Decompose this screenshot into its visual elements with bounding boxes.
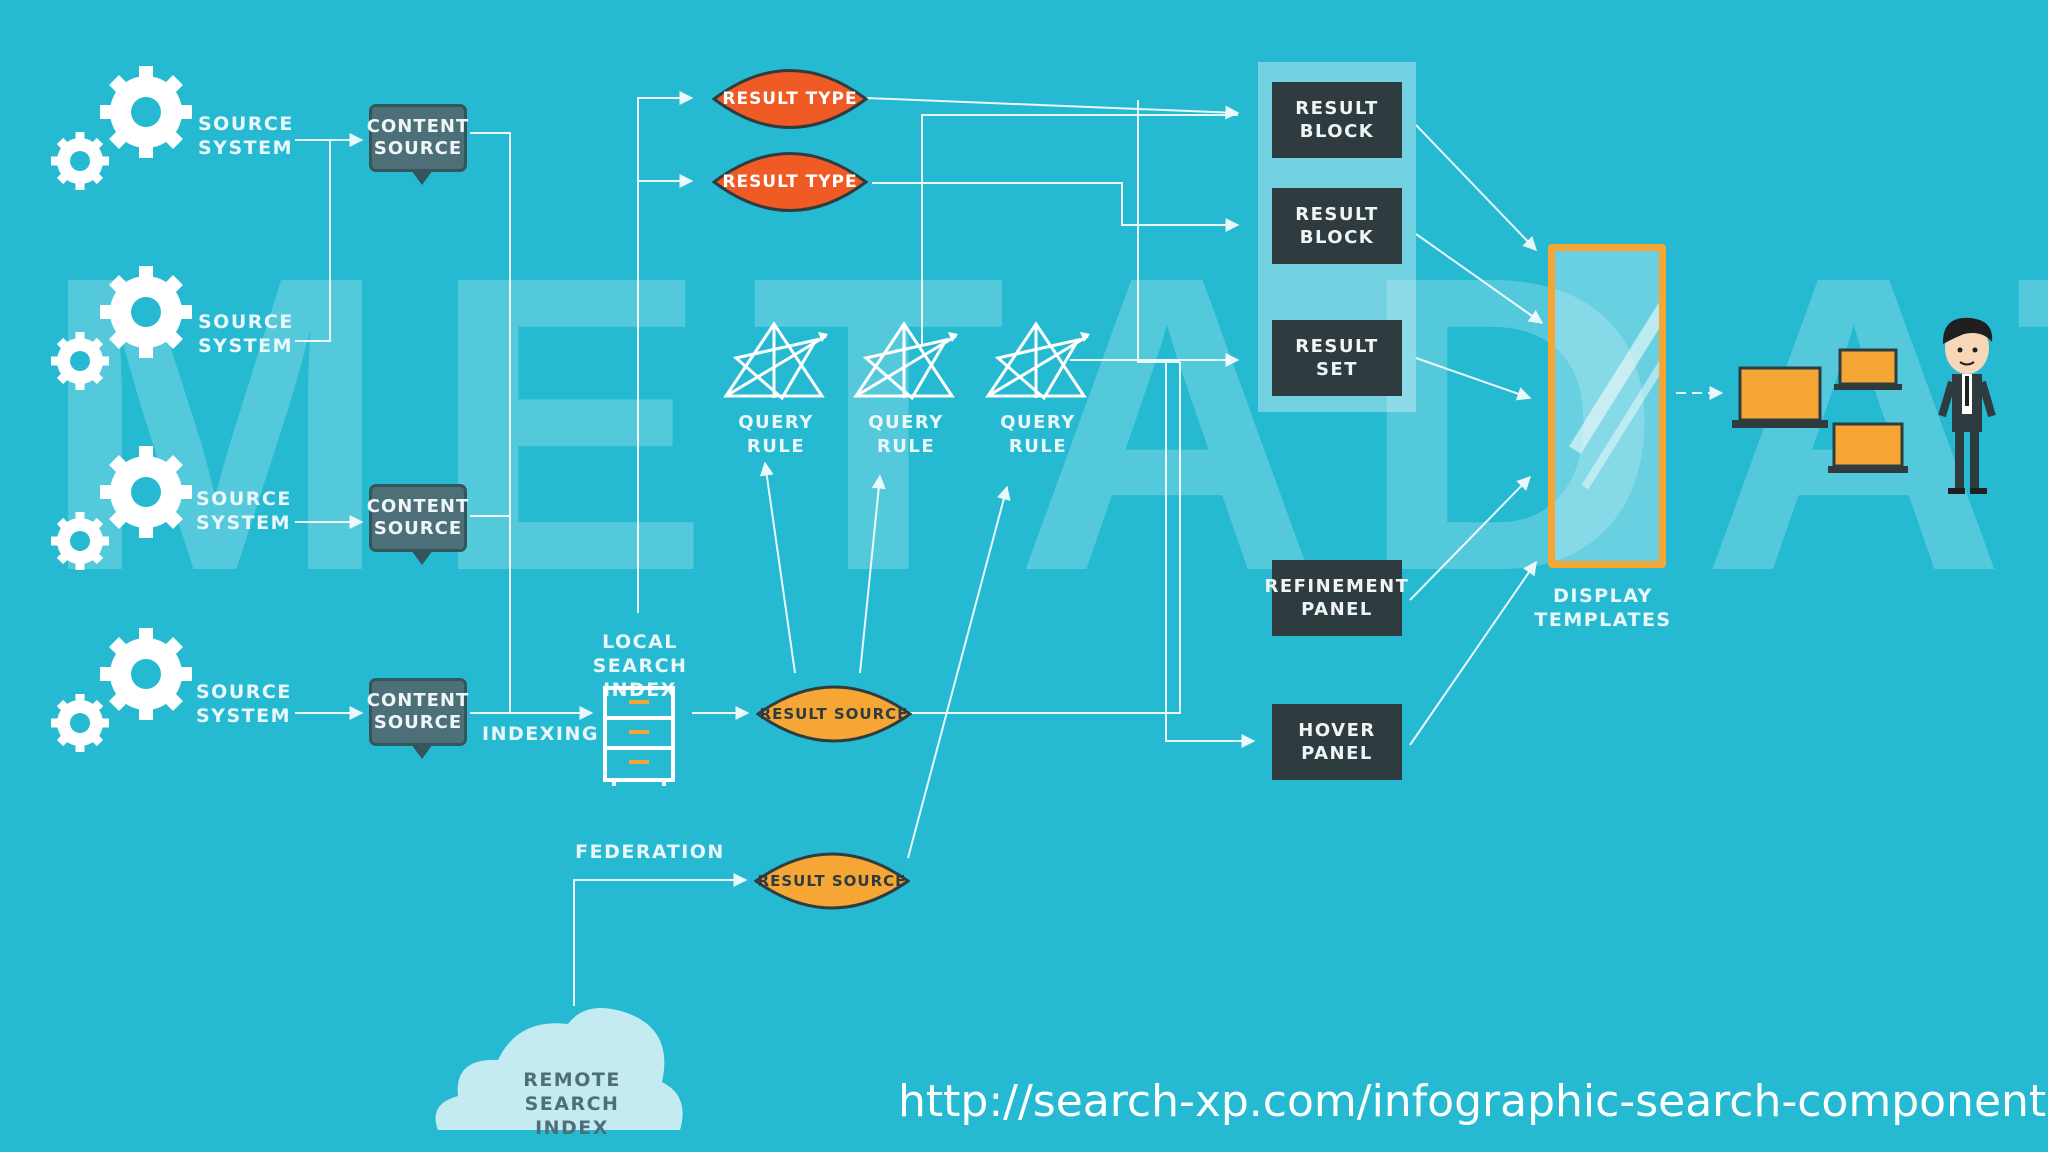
query-rule-label-1: QUERY RULE [738,412,814,457]
query-rule-icon [853,321,958,400]
line-index-resulttype1 [637,91,694,613]
result-type-label-2: RESULT TYPE [722,172,858,192]
line-resulttype1-block1 [865,97,1240,120]
content-source-3: CONTENT SOURCE [367,678,468,759]
refinement-panel: REFINEMENT PANEL [1264,560,1408,636]
display-templates-frame [1548,244,1666,568]
result-block-2: RESULT BLOCK [1272,188,1402,264]
result-source-label-2: RESULT SOURCE [757,872,907,890]
metadata-watermark: METADATA [40,190,2048,659]
line-set-templates [1415,357,1532,401]
result-type-shape [712,152,868,212]
line-refinement-templates [1409,475,1531,601]
line-resulttype2-block2 [872,182,1240,232]
cloud-icon [435,1008,683,1130]
line-block1-templates [1415,124,1537,252]
line-to-hover [1165,362,1256,748]
line-qr1-block1 [921,114,1238,345]
hover-panel: HOVER PANEL [1272,704,1402,780]
result-source-label-1: RESULT SOURCE [759,705,909,723]
result-set: RESULT SET [1272,320,1402,396]
line-resultsource-qr1 [759,461,796,674]
line-source2-content1 [295,140,331,342]
content-source-2: CONTENT SOURCE [367,484,468,565]
gears-icon [51,628,192,752]
source-system-label-3: SOURCE SYSTEM [196,488,292,534]
local-search-index-label: LOCAL SEARCH INDEX [592,631,688,701]
laptops-icon [1732,348,1908,473]
gears-icon [51,66,192,190]
result-source-shape [754,852,910,910]
line-resultsource2-qr3 [907,485,1011,859]
source-system-label-2: SOURCE SYSTEM [198,311,294,357]
display-templates-label: DISPLAY TEMPLATES [1534,585,1672,631]
source-url[interactable]: http://search-xp.com/infographic-search-… [898,1076,2048,1127]
query-rule-icon [985,321,1090,400]
line-remote-resultsource2 [573,873,748,1006]
federation-label: FEDERATION [575,841,725,863]
source-system-label-4: SOURCE SYSTEM [196,681,292,727]
gears-icon [51,266,192,390]
remote-search-index-label: REMOTE SEARCH INDEX [523,1069,621,1139]
query-rule-label-2: QUERY RULE [868,412,944,457]
content-source-1: CONTENT SOURCE [367,104,468,185]
query-rule-icon [723,321,828,400]
person-icon [1938,317,1996,494]
line-block2-templates [1415,233,1544,324]
line-resultsource-set [906,362,1181,714]
source-system-label-1: SOURCE SYSTEM [198,113,294,159]
query-rule-label-3: QUERY RULE [1000,412,1076,457]
result-type-shape [712,69,868,129]
filing-cabinet-icon [603,686,675,786]
result-source-shape [756,685,912,743]
line-resultsource-qr2 [859,474,886,674]
line-hover-templates [1409,560,1537,746]
line-resulttype1-down [1137,100,1180,363]
gears-icon [51,446,192,570]
result-type-label-1: RESULT TYPE [722,89,858,109]
result-block-1: RESULT BLOCK [1272,82,1402,158]
indexing-label: INDEXING [482,723,599,745]
line-content1-bus [470,132,511,713]
